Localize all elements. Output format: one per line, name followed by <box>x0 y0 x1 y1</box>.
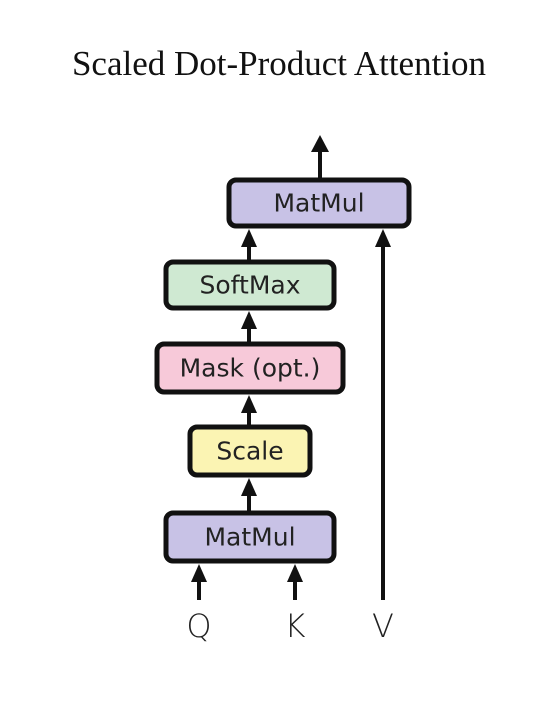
arrow-mask-to-softmax <box>241 311 257 344</box>
mask-box <box>154 341 346 395</box>
input-v-label: V <box>372 607 394 645</box>
matmul-bottom-node: MatMul <box>163 510 337 564</box>
matmul-top-node: MatMul <box>226 177 412 229</box>
scale-box <box>187 424 313 478</box>
arrow-matmul-to-scale <box>241 478 257 513</box>
mask-node: Mask (opt.) <box>154 341 346 395</box>
diagram-title: Scaled Dot-Product Attention <box>71 44 487 83</box>
arrow-k-to-matmul <box>287 564 303 600</box>
arrow-softmax-to-matmul <box>241 229 257 262</box>
mask-label: Mask (opt.) <box>180 354 321 383</box>
scale-label: Scale <box>216 437 283 466</box>
output-arrow <box>311 135 329 180</box>
arrow-scale-to-mask <box>241 395 257 427</box>
softmax-label: SoftMax <box>199 271 300 300</box>
softmax-box <box>163 259 337 311</box>
scale-node: Scale <box>187 424 313 478</box>
matmul-top-label: MatMul <box>273 189 364 218</box>
matmul-bottom-box <box>163 510 337 564</box>
matmul-bottom-label: MatMul <box>204 523 295 552</box>
arrow-v-to-matmul <box>375 229 391 600</box>
arrow-q-to-matmul <box>191 564 207 600</box>
softmax-node: SoftMax <box>163 259 337 311</box>
matmul-top-box <box>226 177 412 229</box>
input-q-label: Q <box>186 607 211 645</box>
input-k-label: K <box>285 607 306 645</box>
